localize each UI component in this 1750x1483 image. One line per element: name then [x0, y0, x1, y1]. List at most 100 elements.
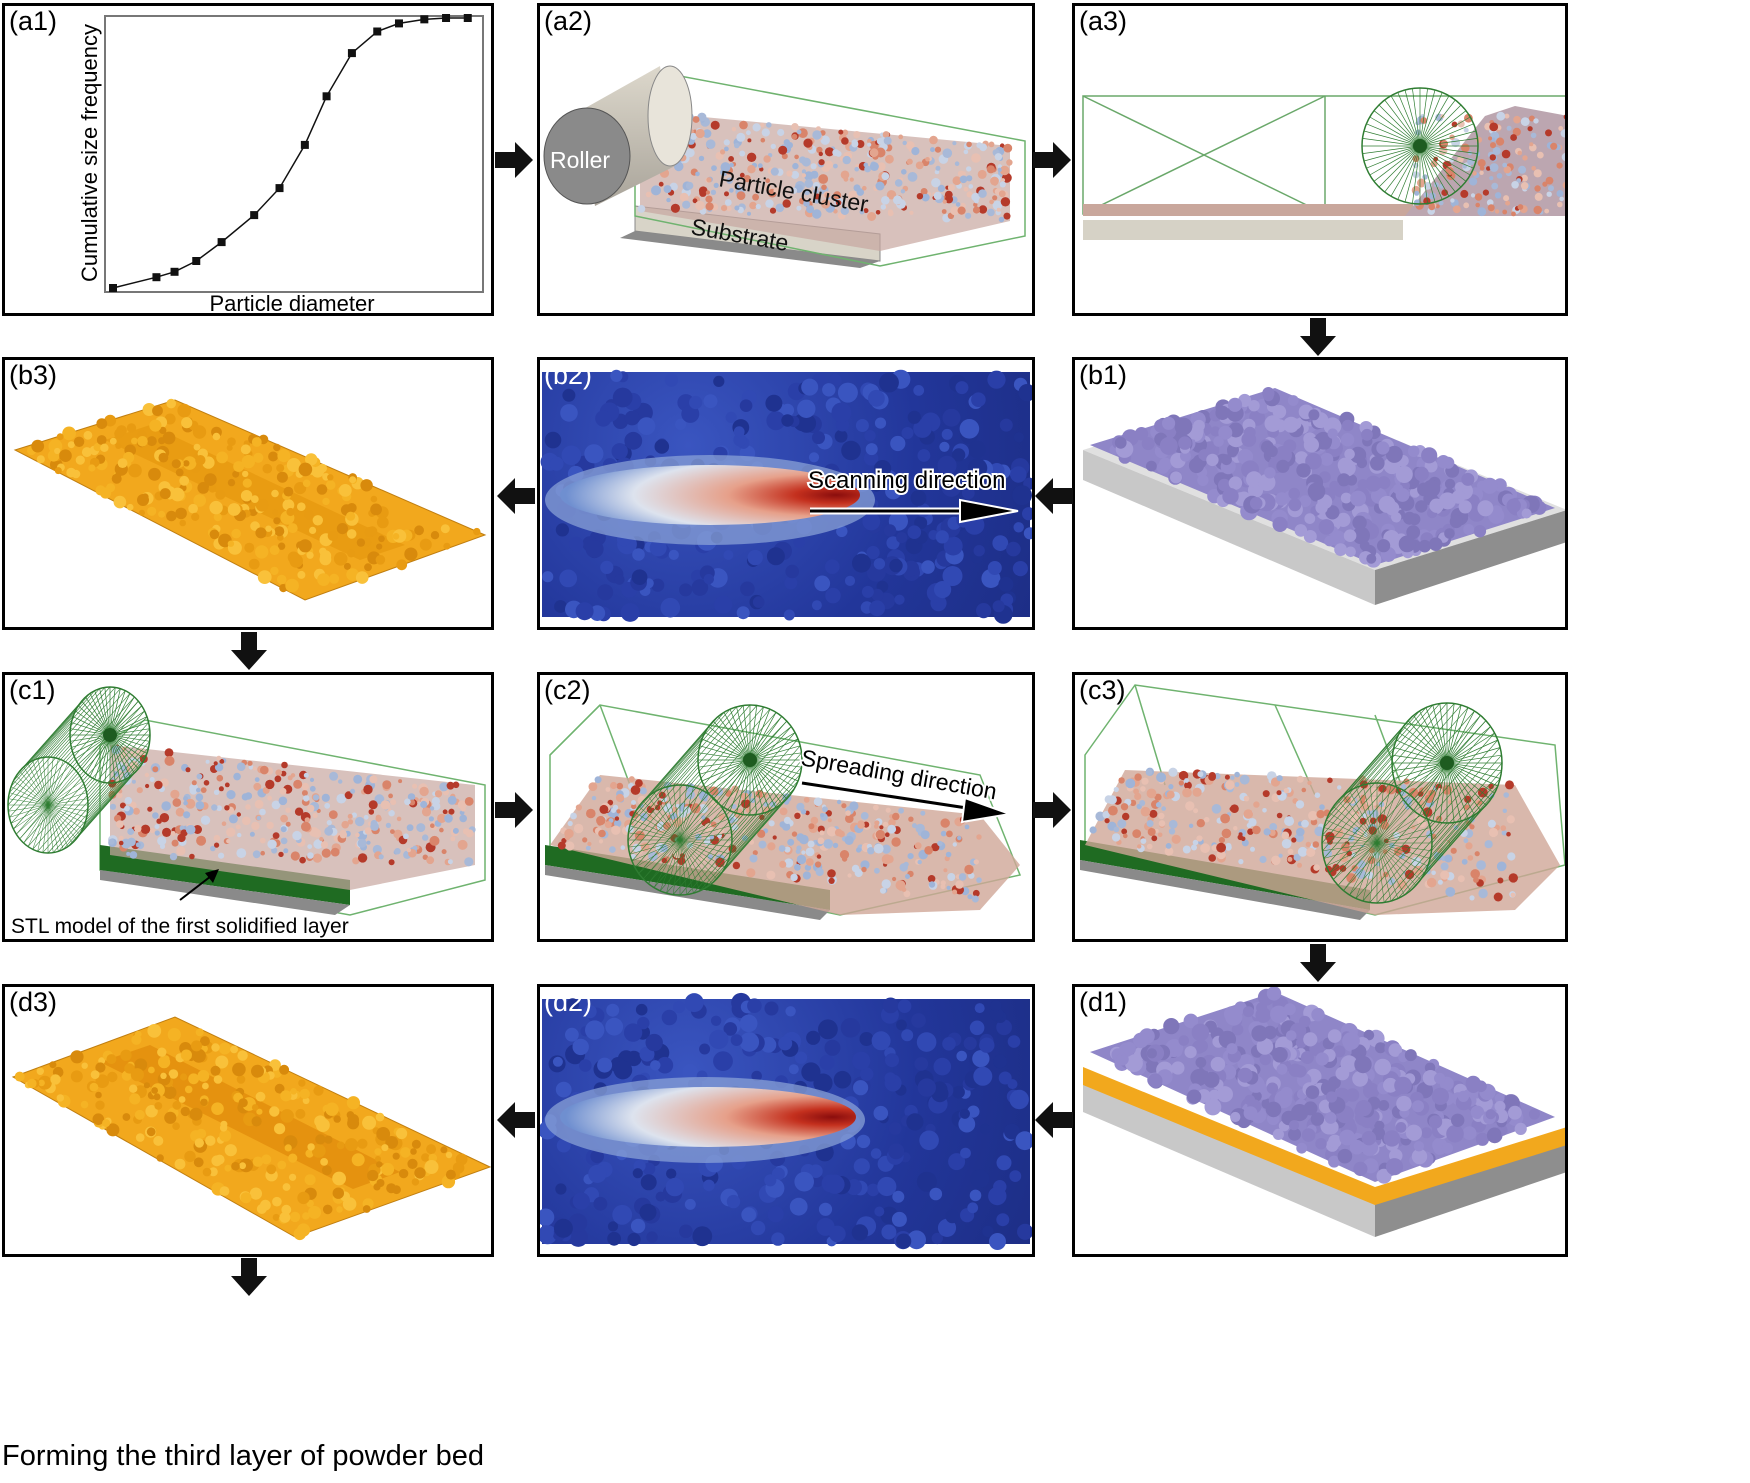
particle [683, 806, 691, 814]
particle [915, 823, 925, 834]
particle [996, 1155, 1012, 1171]
particle [106, 1123, 120, 1137]
second-melt-pool-scene [540, 992, 1032, 1250]
particle [113, 495, 127, 509]
particle [869, 162, 879, 171]
particle [1466, 820, 1472, 826]
particle [1178, 770, 1189, 781]
particle [793, 536, 805, 549]
particle [882, 131, 890, 138]
particle [338, 779, 343, 784]
particle [728, 817, 735, 824]
particle [741, 798, 751, 809]
particle [251, 437, 262, 447]
particle [999, 181, 1006, 188]
particle [679, 192, 689, 202]
particle [883, 524, 897, 537]
particle [1356, 830, 1365, 838]
particle [473, 527, 481, 536]
particle [575, 804, 582, 811]
particle [240, 444, 251, 455]
particle [414, 525, 424, 536]
particle [329, 573, 340, 584]
particle [1022, 507, 1032, 521]
particle [1210, 1056, 1226, 1072]
particle [1184, 778, 1189, 783]
particle [1394, 1076, 1412, 1095]
particle [937, 184, 945, 192]
particle [1146, 460, 1157, 472]
particle [1494, 209, 1500, 214]
particle [251, 1064, 264, 1078]
particle [587, 841, 592, 846]
particle [307, 852, 314, 859]
particle [404, 798, 411, 806]
particle [429, 835, 440, 846]
particle [1337, 1148, 1353, 1164]
particle [431, 797, 440, 806]
particle [739, 399, 753, 412]
particle [1012, 485, 1032, 506]
particle [916, 1171, 937, 1192]
particle [145, 1105, 158, 1118]
particle [1325, 505, 1340, 520]
particle [966, 166, 972, 172]
particle [1418, 539, 1431, 553]
particle [1006, 159, 1013, 166]
particle [1015, 1131, 1032, 1151]
particle [117, 458, 128, 468]
particle [816, 854, 822, 859]
particle [200, 1098, 208, 1106]
particle [928, 881, 936, 888]
particle [1218, 425, 1233, 440]
particle [1398, 535, 1416, 553]
particle [75, 455, 85, 465]
particle [1305, 452, 1322, 470]
particle [963, 1036, 977, 1050]
particle [260, 850, 265, 856]
particle [236, 848, 247, 858]
particle [861, 585, 874, 598]
particle [1146, 820, 1154, 827]
particle [971, 392, 986, 407]
particle [860, 1067, 874, 1081]
particle [906, 141, 915, 150]
particle [982, 1225, 994, 1238]
particle [1281, 838, 1292, 849]
particle [127, 828, 135, 835]
particle [390, 799, 397, 806]
particle [1154, 793, 1162, 801]
particle [89, 1082, 99, 1092]
particle [409, 799, 416, 806]
particle [351, 1153, 365, 1167]
particle [791, 123, 799, 131]
particle [832, 149, 840, 157]
particle [931, 178, 941, 188]
particle [804, 189, 810, 196]
particle [952, 141, 957, 146]
particle [1303, 1101, 1318, 1116]
particle [312, 812, 318, 819]
particle [871, 588, 884, 601]
particle [1275, 492, 1289, 506]
particle [170, 789, 180, 799]
particle [801, 850, 806, 855]
particle [90, 1070, 100, 1079]
particle [1303, 437, 1319, 453]
particle [746, 130, 751, 136]
particle [321, 793, 330, 802]
particle [1474, 193, 1483, 201]
particle [607, 799, 614, 806]
particle [952, 842, 957, 847]
particle [1237, 834, 1244, 841]
particle [562, 388, 576, 402]
particle [330, 847, 340, 857]
substrate-front [1083, 1082, 1375, 1237]
particle [1312, 841, 1320, 848]
particle [1006, 541, 1021, 557]
particle [445, 1169, 456, 1180]
particle [1271, 855, 1281, 866]
particle [393, 829, 403, 839]
particle [1403, 511, 1416, 525]
particle [826, 826, 837, 837]
